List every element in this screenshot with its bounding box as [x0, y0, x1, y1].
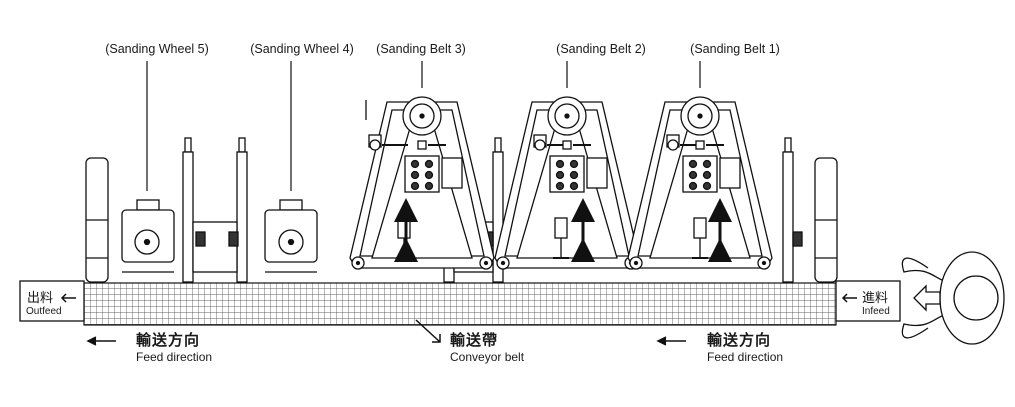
feed-direction-right-en: Feed direction	[707, 350, 784, 364]
conveyor-pointer-icon	[415, 319, 441, 343]
sanding-wheel-5	[121, 199, 175, 273]
infeed-arrow-icon	[841, 293, 857, 303]
sanding-belt-1	[627, 96, 773, 270]
feed-direction-left-cjk: 輸送方向	[136, 331, 201, 349]
outfeed-arrow-icon	[60, 293, 76, 303]
outfeed-label-cjk: 出料	[27, 291, 54, 306]
infeed-label-en: Infeed	[862, 306, 890, 317]
infeed-box	[835, 280, 901, 322]
feed-direction-right-cjk: 輸送方向	[707, 331, 772, 349]
operator-icon	[901, 251, 1005, 345]
sanding-belt-3	[349, 96, 495, 270]
sanding-belt-2	[494, 96, 640, 270]
station-label-sanding-wheel-4: (Sanding Wheel 4)	[250, 42, 354, 56]
outfeed-box	[19, 280, 85, 322]
feed-direction-arrow-left-icon	[86, 336, 116, 346]
station-label-sanding-belt-2: (Sanding Belt 2)	[556, 42, 646, 56]
conveyor-belt-cjk: 輸送帶	[450, 331, 499, 349]
conveyor-belt-en: Conveyor belt	[450, 350, 525, 364]
label-leader-lines	[146, 61, 701, 191]
end-posts	[85, 157, 838, 283]
sanding-wheel-4	[264, 199, 318, 273]
infeed-label-cjk: 進料	[862, 291, 889, 306]
feed-direction-left-en: Feed direction	[136, 350, 213, 364]
station-label-sanding-belt-1: (Sanding Belt 1)	[690, 42, 780, 56]
feed-direction-arrow-right-icon	[656, 336, 686, 346]
station-label-sanding-belt-3: (Sanding Belt 3)	[376, 42, 466, 56]
outfeed-label-en: Outfeed	[26, 306, 62, 317]
station-label-sanding-wheel-5: (Sanding Wheel 5)	[105, 42, 209, 56]
conveyor-belt-mesh	[83, 282, 837, 326]
